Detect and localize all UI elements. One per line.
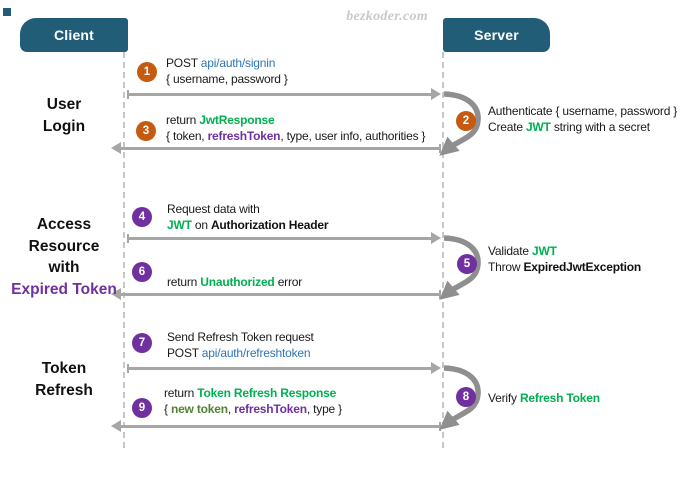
message-line: return Unauthorized error xyxy=(167,275,303,289)
step-9-badge: 9 xyxy=(132,398,152,418)
client-actor-box: Client xyxy=(20,18,128,52)
section-line: Refresh xyxy=(35,381,93,399)
message-line: JWT on Authorization Header xyxy=(167,218,329,232)
section-line: User xyxy=(46,96,82,113)
step-3-badge: 3 xyxy=(136,121,156,141)
step-4-badge: 4 xyxy=(132,207,152,227)
message-line: { token, refreshToken, type, user info, … xyxy=(166,129,426,143)
message-line: { username, password } xyxy=(166,72,288,86)
arrowhead-left-icon xyxy=(111,142,121,154)
message-line: Send Refresh Token request xyxy=(167,330,314,344)
corner-accent xyxy=(3,8,11,16)
arrowhead-right-icon xyxy=(431,88,441,100)
message-line: return Token Refresh Response xyxy=(164,386,337,400)
watermark: bezkoder.com xyxy=(346,9,428,24)
arrowhead-right-icon xyxy=(431,232,441,244)
step-3-message: return JwtResponse { token, refreshToken… xyxy=(166,112,426,144)
step-9-message: return Token Refresh Response { new toke… xyxy=(164,385,342,417)
section-line: Access xyxy=(36,216,92,233)
message-line: Verify Refresh Token xyxy=(488,391,600,405)
step-7-badge: 7 xyxy=(132,333,152,353)
message-line: return JwtResponse xyxy=(166,113,275,127)
section-line: Resource xyxy=(28,237,100,255)
arrow-step-9-server-to-client xyxy=(111,420,441,433)
server-lifeline xyxy=(442,52,444,448)
section-token-refresh: Token Refresh xyxy=(5,358,123,401)
step-6-message: return Unauthorized error xyxy=(167,274,302,290)
step-1-badge: 1 xyxy=(137,62,157,82)
client-lifeline xyxy=(123,52,125,448)
message-line: Request data with xyxy=(167,202,260,216)
message-line: Create JWT string with a secret xyxy=(488,120,650,134)
section-access-resource-expired-token: Access Resource with Expired Token xyxy=(5,214,123,300)
step-8-message: Verify Refresh Token xyxy=(488,390,600,406)
step-8-badge: 8 xyxy=(456,387,476,407)
client-actor-label: Client xyxy=(53,27,95,43)
step-1-message: POST api/auth/signin { username, passwor… xyxy=(166,55,288,87)
step-2-badge: 2 xyxy=(456,111,476,131)
arrowhead-left-icon xyxy=(111,420,121,432)
message-line: { new token, refreshToken, type } xyxy=(164,402,342,416)
message-line: Authenticate { username, password } xyxy=(488,104,678,118)
message-line: Throw ExpiredJwtException xyxy=(488,260,642,274)
arrowhead-right-icon xyxy=(431,362,441,374)
message-line: Validate JWT xyxy=(488,244,557,258)
message-line: POST api/auth/signin xyxy=(166,56,276,70)
step-7-message: Send Refresh Token request POST api/auth… xyxy=(167,329,314,361)
section-line: with xyxy=(48,259,80,276)
arrow-step-7-client-to-server xyxy=(127,362,441,375)
server-actor-label: Server xyxy=(474,27,519,43)
section-line: Token xyxy=(41,360,87,377)
server-actor-box: Server xyxy=(443,18,550,52)
step-6-badge: 6 xyxy=(132,262,152,282)
arrow-step-4-client-to-server xyxy=(127,232,441,245)
section-user-login: User Login xyxy=(5,94,123,137)
arrowhead-left-icon xyxy=(111,288,121,300)
section-line: Expired Token xyxy=(11,280,117,298)
step-5-badge: 5 xyxy=(457,254,477,274)
message-line: POST api/auth/refreshtoken xyxy=(167,346,311,360)
section-line: Login xyxy=(42,117,86,135)
arrow-step-1-client-to-server xyxy=(127,88,441,101)
step-2-message: Authenticate { username, password } Crea… xyxy=(488,103,677,135)
step-5-message: Validate JWT Throw ExpiredJwtException xyxy=(488,243,641,275)
step-4-message: Request data with JWT on Authorization H… xyxy=(167,201,328,233)
